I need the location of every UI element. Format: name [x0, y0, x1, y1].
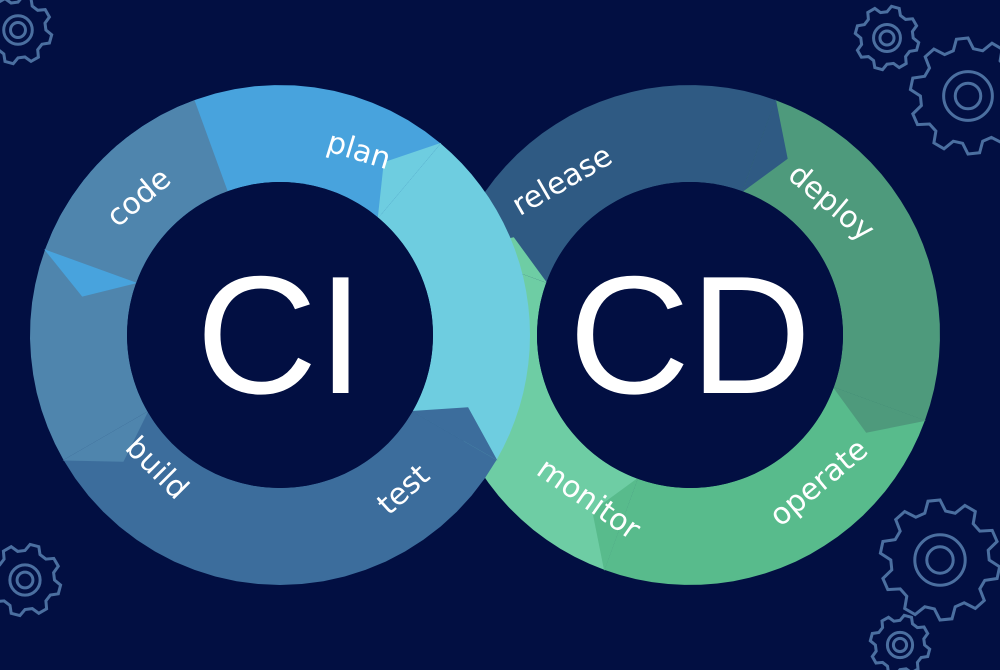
ci-arrow-build: [62, 411, 149, 462]
ci-arrow-test: [411, 407, 498, 461]
cd-arrow-operate: [592, 477, 638, 571]
gear-icon: [853, 4, 921, 72]
ci-segment-test: [63, 411, 497, 585]
gear-icon: [0, 0, 54, 66]
cd-inner-circle: [537, 182, 843, 488]
ci-segment-plan: [378, 143, 530, 460]
cd-segment-deploy: [742, 100, 940, 421]
cd-segment-operate: [604, 387, 925, 585]
ci-loop: [30, 85, 530, 585]
ci-arrow-code: [44, 249, 138, 297]
cd-arrow-deploy: [832, 387, 926, 433]
ci-inner-circle: [127, 182, 433, 488]
gear-icon: [0, 542, 63, 618]
gear-icon: [868, 613, 932, 670]
gear-icon: [878, 498, 1000, 622]
cd-segment-release: [455, 85, 776, 283]
ci-center-label: CI: [196, 241, 364, 429]
cd-arrow-release: [742, 99, 788, 193]
ci-arrow-plan: [377, 142, 442, 219]
gear-icon: [908, 36, 1000, 156]
cd-center-label: CD: [569, 241, 812, 429]
